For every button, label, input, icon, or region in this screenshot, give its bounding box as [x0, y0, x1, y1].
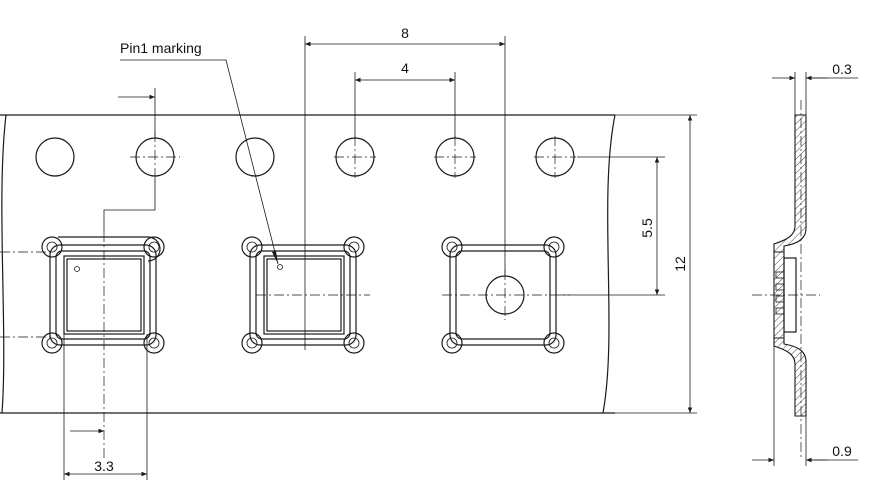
- sprocket-hole: [35, 137, 75, 177]
- pin1-dot: [74, 266, 80, 272]
- dimension-offset-5-5: 5.5: [560, 156, 665, 296]
- dim-label-4: 4: [401, 60, 409, 76]
- dimension-pitch-8: 8: [304, 25, 506, 350]
- dim-label-3-3: 3.3: [94, 458, 114, 474]
- pocket-center-lines: [0, 232, 570, 460]
- sprocket-holes: [35, 132, 576, 182]
- sprocket-hole: [235, 137, 275, 177]
- left-position-arrows: [70, 88, 156, 434]
- pin1-marking-label: Pin1 marking: [120, 40, 202, 56]
- pin1-marking-callout: Pin1 marking: [120, 40, 279, 265]
- dim-label-5-5: 5.5: [639, 218, 655, 238]
- tape-outline: [0, 114, 616, 414]
- pin1-dot: [277, 264, 283, 270]
- side-section-view: 0.3 0.9: [752, 61, 858, 466]
- pocket-1: [41, 236, 165, 354]
- dimension-width-12: 12: [605, 114, 697, 414]
- dim-label-12: 12: [672, 256, 688, 272]
- dim-label-0-9: 0.9: [832, 443, 852, 459]
- dimension-pitch-4: 4: [354, 60, 456, 138]
- dim-label-8: 8: [401, 25, 409, 41]
- dimension-pocket-3-3: 3.3: [63, 334, 148, 480]
- dim-label-0-3: 0.3: [832, 61, 852, 77]
